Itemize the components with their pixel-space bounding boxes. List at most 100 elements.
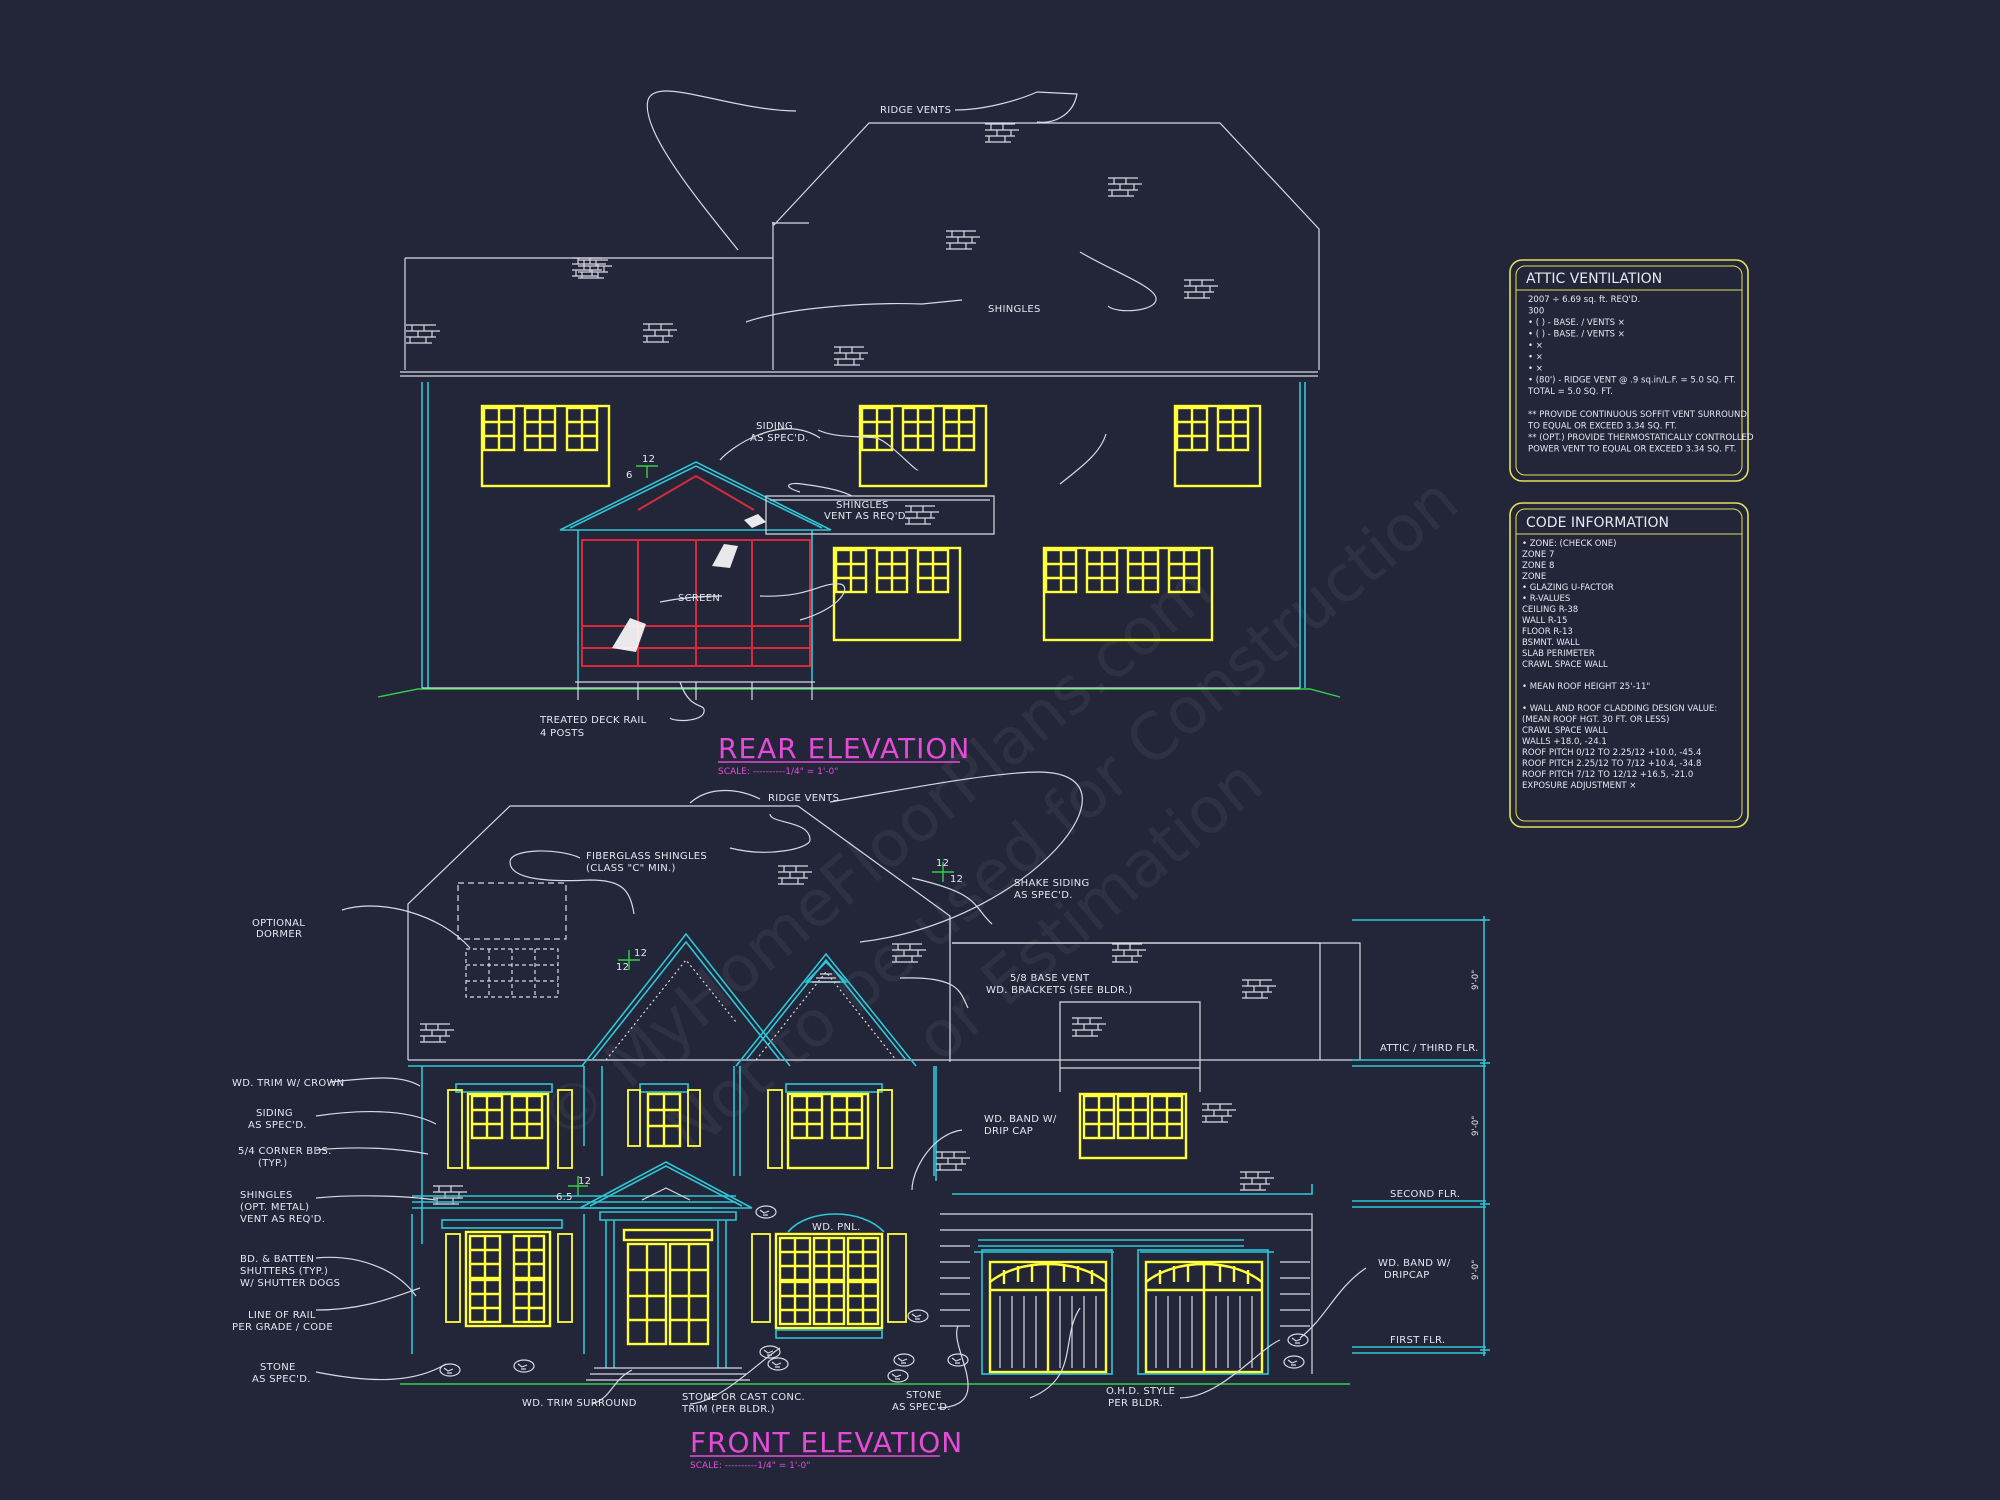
front-leader-lines [315,771,1367,1409]
front-label-ohd-2: PER BLDR. [1108,1398,1163,1409]
attic-line: POWER VENT TO EQUAL OR EXCEED 3.34 SQ. F… [1528,445,1736,455]
front-label-trim-surround: WD. TRIM SURROUND [522,1398,637,1409]
code-line: • ZONE: (CHECK ONE) [1522,539,1616,549]
rear-label-screen: SCREEN [678,593,720,604]
front-label-stone-1: STONE [260,1362,296,1373]
front-label-wd-pnl: WD. PNL. [812,1222,861,1233]
rear-label-deck-1: TREATED DECK RAIL [539,715,647,726]
code-line: CRAWL SPACE WALL [1522,660,1608,670]
front-garage-dormer-roof [1059,1001,1201,1092]
front-window-1f-center [751,1213,907,1339]
code-line: • MEAN ROOF HEIGHT 25'-11" [1522,682,1650,692]
front-garage-doors [974,1239,1274,1375]
front-label-rail-1: LINE OF RAIL [248,1310,316,1321]
code-line: ROOF PITCH 0/12 TO 2.25/12 +10.0, -45.4 [1522,748,1701,758]
front-entry-portico [579,1161,753,1381]
attic-ventilation-lines: 2007 ÷ 6.69 sq. ft. REQ'D. 300• ( ) - BAS… [1527,295,1754,455]
front-label-rail-2: PER GRADE / CODE [232,1322,333,1333]
attic-line: • × [1528,341,1543,351]
front-window-garage-dormer [1078,1092,1188,1160]
rear-window-lower-mid [832,546,962,642]
front-elevation: 12 12 12 12 12 6.5 9'-0" 9'-0" 9'-0" ATT… [232,771,1490,1471]
front-label-shingles-2: (OPT. METAL) [240,1202,309,1213]
attic-line: 2007 ÷ 6.69 sq. ft. REQ'D. [1528,295,1640,305]
optional-dormer [457,882,567,998]
attic-ventilation-box: ATTIC VENTILATION 2007 ÷ 6.69 sq. ft. RE… [1509,259,1754,482]
code-line: BSMNT. WALL [1522,638,1580,648]
front-pitch-12e: 12 [578,1176,591,1187]
front-label-optional-1: OPTIONAL [252,918,305,929]
front-label-band-drip-1: WD. BAND W/ [984,1114,1057,1125]
code-information-box: CODE INFORMATION • ZONE: (CHECK ONE) ZON… [1509,502,1749,828]
code-line: CRAWL SPACE WALL [1522,726,1608,736]
front-label-band-drip-r-2: DRIPCAP [1384,1270,1430,1281]
front-window-2f-right [767,1083,893,1170]
code-line: WALLS +18.0, -24.1 [1522,737,1607,747]
front-label-base-vent-1: 5/8 BASE VENT [1010,973,1090,984]
rear-window-upper-left [480,404,611,488]
front-label-trim-crown: WD. TRIM W/ CROWN [232,1078,344,1089]
front-pitch-12c: 12 [936,858,949,869]
rear-grade-line [377,688,1341,698]
code-line: CEILING R-38 [1522,605,1578,615]
rear-label-siding-2: AS SPEC'D. [750,433,809,444]
attic-line: • (80') - RIDGE VENT @ .9 sq.in/L.F. = 5… [1528,376,1736,386]
front-label-corner-2: (TYP.) [258,1158,287,1169]
front-label-siding-1: SIDING [256,1108,293,1119]
rear-corner-boards [421,382,1306,688]
code-line: ZONE 7 [1522,550,1554,560]
front-label-corner-1: 5/4 CORNER BDS. [238,1146,332,1157]
dim-mid: 9'-0" [1471,1116,1481,1136]
front-label-shingles-3: VENT AS REQ'D. [240,1214,325,1225]
code-line: ROOF PITCH 2.25/12 TO 7/12 +10.4, -34.8 [1522,759,1701,769]
front-center-gables [581,932,935,1176]
level-first: FIRST FLR. [1390,1335,1445,1346]
front-label-batten-3: W/ SHUTTER DOGS [240,1278,340,1289]
code-line: ROOF PITCH 7/12 TO 12/12 +16.5, -21.0 [1522,770,1693,780]
dim-low: 9'-0" [1471,1260,1481,1280]
rear-eave [400,371,1318,377]
front-label-batten-1: BD. & BATTEN [240,1254,314,1265]
front-label-base-vent-2: WD. BRACKETS (SEE BLDR.) [986,985,1133,996]
front-window-2f-center [627,1083,701,1148]
front-label-siding-2: AS SPEC'D. [248,1120,307,1131]
rear-leader-lines [646,90,1157,722]
front-label-shingles-1: SHINGLES [240,1190,293,1201]
rear-elevation-title: REAR ELEVATION [718,732,970,765]
rear-label-shingles: SHINGLES [988,304,1041,315]
attic-line: • × [1528,353,1543,363]
front-label-ohd-1: O.H.D. STYLE [1106,1386,1175,1397]
front-label-stone-cast-2: TRIM (PER BLDR.) [681,1404,775,1415]
front-label-shake-2: AS SPEC'D. [1014,890,1073,901]
code-line: (MEAN ROOF HGT. 30 FT. OR LESS) [1522,715,1669,725]
code-line: EXPOSURE ADJUSTMENT × [1522,781,1636,791]
code-line: • WALL AND ROOF CLADDING DESIGN VALUE: [1522,704,1717,714]
level-attic: ATTIC / THIRD FLR. [1380,1043,1479,1054]
attic-ventilation-title: ATTIC VENTILATION [1526,271,1662,287]
rear-label-shingles-vent-1: SHINGLES [836,500,889,511]
attic-line: 300 [1528,307,1544,317]
code-line: WALL R-15 [1522,616,1567,626]
code-line: ZONE [1522,572,1546,582]
front-label-band-drip-2: DRIP CAP [984,1126,1033,1137]
rear-label-ridge-vents: RIDGE VENTS [880,105,951,116]
rear-screen-porch [559,461,995,700]
front-label-ridge-vents: RIDGE VENTS [768,793,839,804]
rear-elevation-scale: SCALE: ----------1/4" = 1'-0" [718,767,838,777]
front-pitch-12d: 12 [950,874,963,885]
code-line: • R-VALUES [1522,594,1570,604]
attic-line: • ( ) - BASE. / VENTS × [1528,318,1625,328]
rear-pitch-6: 6 [626,470,633,481]
front-elevation-scale: SCALE: ----------1/4" = 1'-0" [690,1461,810,1471]
front-pitch-6-5: 6.5 [556,1192,573,1203]
front-label-shake-1: SHAKE SIDING [1014,878,1090,889]
attic-line: TOTAL = 5.0 SQ. FT. [1527,387,1613,397]
rear-window-lower-right [1042,546,1214,642]
rear-label-siding-1: SIDING [756,421,793,432]
front-pitch-12a: 12 [616,962,629,973]
front-label-batten-2: SHUTTERS (TYP.) [240,1266,328,1277]
code-line: ZONE 8 [1522,561,1554,571]
attic-line: ** PROVIDE CONTINUOUS SOFFIT VENT SURROU… [1528,410,1747,420]
rear-window-upper-right [1173,404,1262,488]
